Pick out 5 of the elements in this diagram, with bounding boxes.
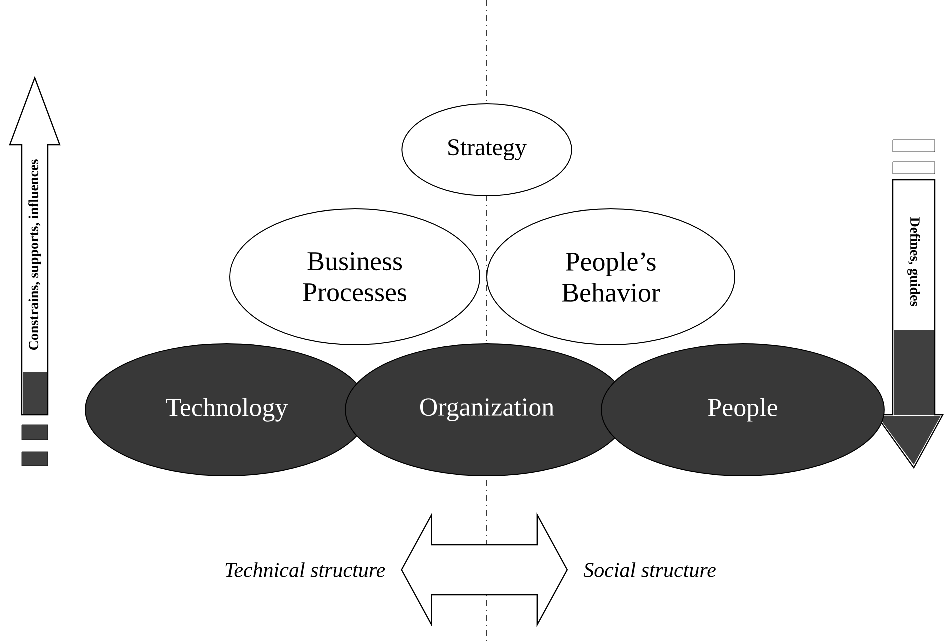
arrow-label: Constrains, supports, influences <box>28 160 42 350</box>
double-arrow <box>401 512 568 628</box>
structure-label: Social structure <box>584 562 716 578</box>
structure-label: Technical structure <box>226 562 386 578</box>
arrow-label: Defines, guides <box>908 218 920 306</box>
